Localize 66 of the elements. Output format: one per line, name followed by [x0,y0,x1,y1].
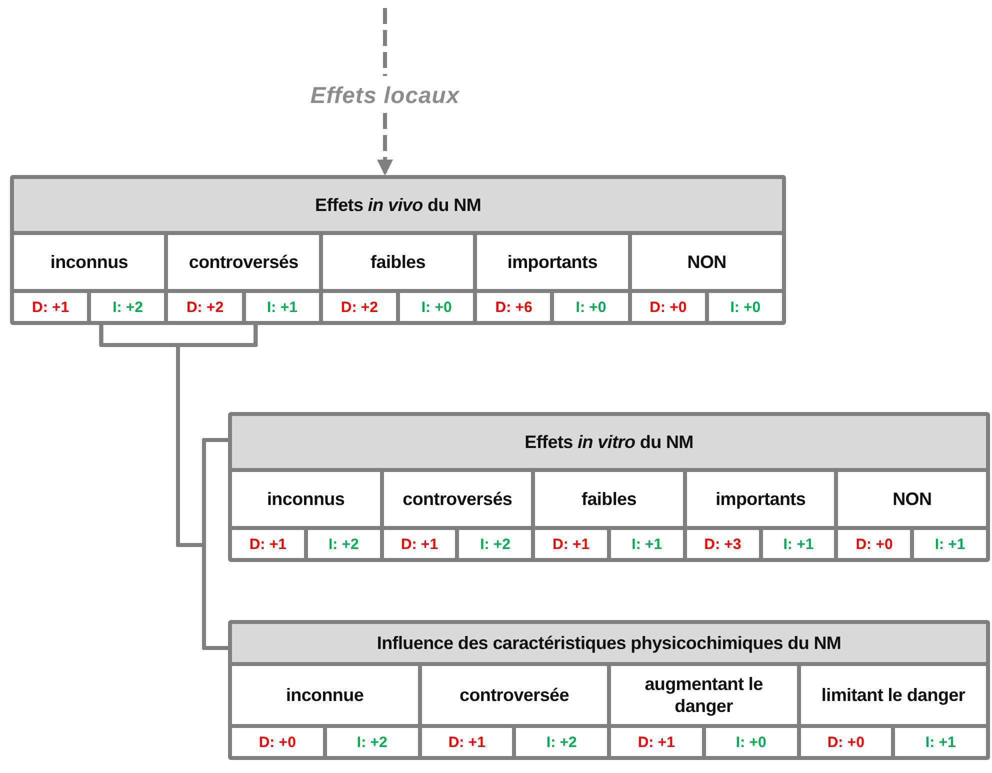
score-cell: D: +0 [800,728,892,756]
score-cell: I: +0 [554,293,628,321]
option-label: faibles [322,235,474,289]
option-label: inconnus [232,472,380,526]
score-cell: I: +1 [895,728,986,756]
score-cell: I: +2 [91,293,164,321]
option-column [838,472,986,558]
criteria-table [228,620,990,760]
connector-line [176,325,258,650]
score-cell: I: +1 [246,293,319,321]
option-column [422,666,607,756]
score-cell: D: +1 [232,530,304,558]
score-cell: I: +2 [326,728,418,756]
option-label: faibles [535,472,683,526]
option-label: augmentant le danger [611,666,796,724]
table-header: Influence des caractéristiques physicochimiques du NM [232,624,986,662]
score-cell: I: +2 [308,530,380,558]
option-column [14,235,164,321]
option-column [632,235,782,321]
score-cell: D: +1 [422,728,512,756]
option-label: importants [686,472,834,526]
option-column [322,235,474,321]
option-column [477,235,628,321]
option-column [611,666,796,756]
score-cell: D: +0 [838,530,910,558]
score-cell: D: +0 [632,293,705,321]
option-label: importants [477,235,628,289]
score-cell: I: +0 [400,293,474,321]
score-cell: D: +1 [535,530,607,558]
arrow [377,113,393,176]
option-column [232,666,418,756]
score-cell: D: +2 [168,293,242,321]
criteria-table [228,412,990,562]
flow-label: Effets locaux [310,82,460,109]
option-label: inconnus [14,235,164,289]
option-column [800,666,986,756]
score-cell: I: +0 [706,728,796,756]
score-cell: D: +3 [686,530,759,558]
score-cell: D: +1 [384,530,456,558]
option-column [232,472,380,558]
score-cell: I: +2 [459,530,532,558]
option-label: controversée [422,666,607,724]
option-label: NON [838,472,986,526]
score-cell: D: +2 [322,293,396,321]
table-header: Effets in vivo du NM [14,179,782,231]
criteria-table [10,175,786,325]
table-header: Effets in vitro du NM [232,416,986,468]
score-cell: I: +2 [516,728,607,756]
option-label: NON [632,235,782,289]
connector-line [383,8,387,76]
option-column [686,472,834,558]
score-cell: D: +0 [232,728,323,756]
option-column [384,472,532,558]
score-cell: I: +0 [708,293,782,321]
score-cell: I: +1 [914,530,986,558]
option-label: controversés [168,235,319,289]
score-cell: D: +1 [611,728,702,756]
option-column [168,235,319,321]
option-label: inconnue [232,666,418,724]
option-label: limitant le danger [800,666,986,724]
score-cell: I: +1 [610,530,683,558]
score-cell: D: +6 [477,293,550,321]
score-cell: I: +1 [762,530,834,558]
option-column [535,472,683,558]
score-cell: D: +1 [14,293,88,321]
option-label: controversés [384,472,532,526]
